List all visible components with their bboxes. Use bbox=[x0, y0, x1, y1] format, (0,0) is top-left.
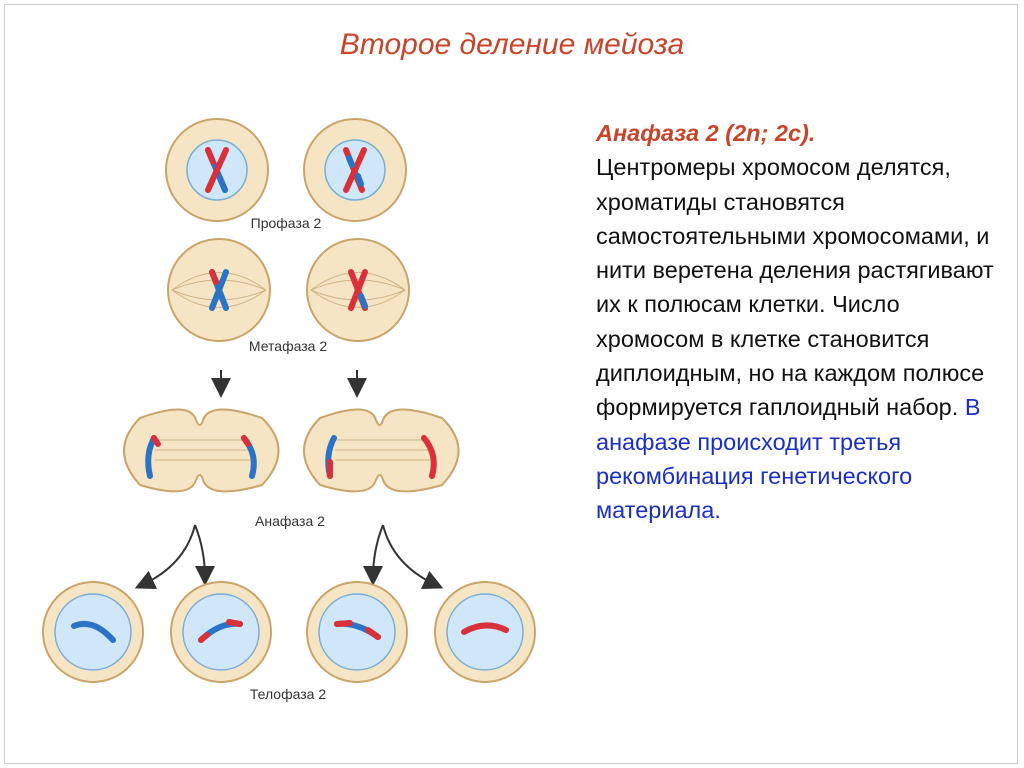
phase-heading: Анафаза 2 (2n; 2c). bbox=[596, 120, 816, 146]
description-body: Центромеры хромосом делятся, хроматиды с… bbox=[596, 154, 994, 421]
branch-arrow-4 bbox=[382, 524, 444, 590]
metaphase-cell-right bbox=[306, 238, 410, 342]
telophase-cell-3 bbox=[306, 581, 408, 683]
anaphase-cell-left bbox=[123, 408, 280, 493]
branch-arrow-3 bbox=[363, 524, 384, 586]
prophase-label: Профаза 2 bbox=[251, 215, 322, 231]
recombination-note: В анафазе происходит третья рекомбинация… bbox=[596, 394, 981, 524]
branch-arrow-1 bbox=[134, 524, 196, 590]
anaphase-cell-right bbox=[303, 408, 460, 493]
metaphase-cell-left bbox=[167, 238, 271, 342]
description-text: Анафаза 2 (2n; 2c). Центромеры хромосом … bbox=[596, 116, 996, 528]
prophase-cell-left bbox=[165, 118, 269, 222]
slide-frame bbox=[4, 4, 1018, 764]
telophase-cell-2 bbox=[170, 581, 272, 683]
branch-arrow-2 bbox=[194, 524, 215, 586]
slide-title: Второе деление мейоза bbox=[339, 28, 685, 61]
telophase-cell-4 bbox=[434, 581, 536, 683]
metaphase-label: Метафаза 2 bbox=[249, 338, 327, 354]
prophase-cell-right bbox=[303, 118, 407, 222]
telophase-label: Телофаза 2 bbox=[250, 686, 326, 702]
anaphase-label: Анафаза 2 bbox=[255, 513, 325, 529]
telophase-cell-1 bbox=[42, 581, 144, 683]
